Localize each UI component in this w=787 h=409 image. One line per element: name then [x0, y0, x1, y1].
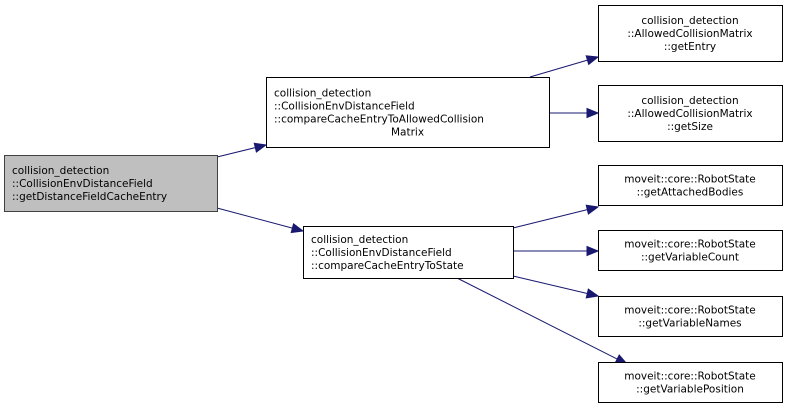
- edge-acm-to-getSize: [549, 107, 600, 119]
- arrowhead-icon: [585, 288, 600, 299]
- node-label-line: moveit::core::RobotState: [624, 174, 756, 186]
- edge-acm-to-getEntry: [529, 55, 600, 78]
- node-getEntry[interactable]: collision_detection::AllowedCollisionMat…: [598, 5, 783, 62]
- edge-root-to-state: [216, 207, 305, 234]
- node-label-line: collision_detection: [12, 165, 109, 177]
- edge-line: [456, 277, 618, 360]
- node-box: [598, 5, 783, 62]
- edge-state-to-getVariableNames: [512, 275, 600, 299]
- node-label-line: ::getVariablePosition: [636, 384, 744, 396]
- node-label-line: moveit::core::RobotState: [624, 239, 756, 251]
- edge-line: [529, 59, 588, 78]
- node-label-line: ::getEntry: [664, 41, 716, 53]
- node-box: [598, 85, 783, 142]
- node-box: [4, 155, 218, 212]
- arrowhead-icon: [253, 142, 268, 153]
- arrowhead-icon: [290, 222, 305, 234]
- arrowhead-icon: [586, 107, 600, 119]
- edge-line: [216, 147, 256, 158]
- node-label-line: ::compareCacheEntryToAllowedCollision: [274, 114, 484, 126]
- node-label-line: collision_detection: [641, 15, 738, 27]
- node-label-line: ::CollisionEnvDistanceField: [12, 178, 153, 190]
- node-getVariableNames[interactable]: moveit::core::RobotState::getVariableNam…: [598, 296, 783, 337]
- node-getVariableCount[interactable]: moveit::core::RobotState::getVariableCou…: [598, 230, 783, 271]
- edge-line: [512, 209, 588, 229]
- edge-root-to-acm: [216, 142, 268, 158]
- node-label-line: ::getDistanceFieldCacheEntry: [12, 191, 167, 203]
- node-label-line: collision_detection: [641, 95, 738, 107]
- node-acm[interactable]: collision_detection::CollisionEnvDistanc…: [266, 77, 550, 148]
- node-label-line: collision_detection: [311, 234, 408, 246]
- node-label-line: moveit::core::RobotState: [624, 305, 756, 317]
- node-root[interactable]: collision_detection::CollisionEnvDistanc…: [4, 155, 218, 212]
- edge-line: [512, 275, 588, 294]
- node-label-line: ::getVariableCount: [641, 252, 739, 264]
- edge-line: [216, 207, 293, 229]
- node-label-line: ::CollisionEnvDistanceField: [311, 247, 452, 259]
- node-box: [598, 362, 783, 403]
- node-getSize[interactable]: collision_detection::AllowedCollisionMat…: [598, 85, 783, 142]
- node-box: [266, 77, 550, 148]
- nodes-layer: collision_detection::CollisionEnvDistanc…: [4, 5, 783, 403]
- node-box: [598, 165, 783, 206]
- node-label-line: ::getAttachedBodies: [637, 187, 744, 199]
- node-label-line: Matrix: [391, 127, 424, 139]
- node-getAttachedBodies[interactable]: moveit::core::RobotState::getAttachedBod…: [598, 165, 783, 206]
- node-state[interactable]: collision_detection::CollisionEnvDistanc…: [303, 226, 514, 279]
- node-label-line: collision_detection: [274, 88, 371, 100]
- arrowhead-icon: [585, 55, 600, 66]
- node-label-line: ::AllowedCollisionMatrix: [627, 108, 752, 120]
- node-label-line: ::getSize: [667, 121, 713, 133]
- edges-layer: [216, 55, 629, 365]
- node-box: [598, 296, 783, 337]
- node-box: [303, 226, 514, 279]
- arrowhead-icon: [585, 204, 600, 215]
- edge-state-to-getVariableCount: [513, 245, 600, 257]
- node-box: [598, 230, 783, 271]
- node-label-line: ::compareCacheEntryToState: [311, 260, 464, 272]
- edge-state-to-getAttachedBodies: [512, 204, 600, 229]
- node-getVariablePosition[interactable]: moveit::core::RobotState::getVariablePos…: [598, 362, 783, 403]
- node-label-line: ::AllowedCollisionMatrix: [627, 28, 752, 40]
- node-label-line: moveit::core::RobotState: [624, 371, 756, 383]
- arrowhead-icon: [586, 245, 600, 257]
- node-label-line: ::CollisionEnvDistanceField: [274, 101, 415, 113]
- node-label-line: ::getVariableNames: [638, 318, 741, 330]
